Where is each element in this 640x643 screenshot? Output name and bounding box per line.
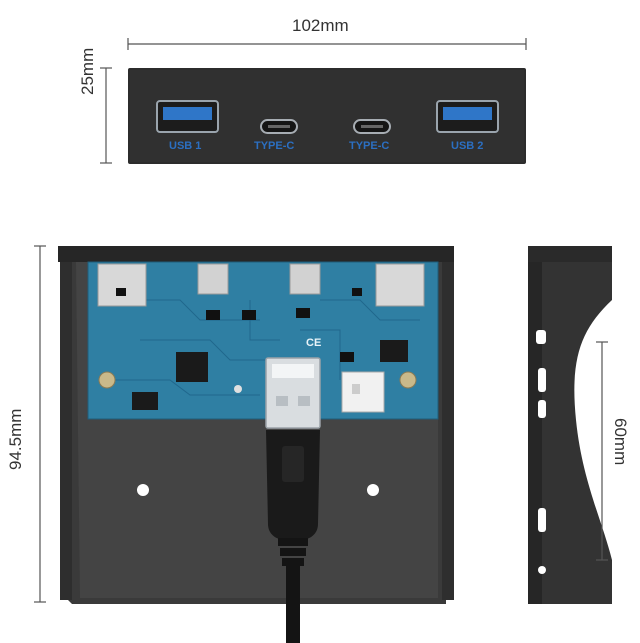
usb-c-connector	[289, 263, 321, 295]
mounting-hole	[137, 484, 149, 496]
width-dimension-line	[127, 38, 527, 50]
usb-c-port-icon	[353, 119, 391, 134]
chip	[380, 340, 408, 362]
depth-dimension-line	[596, 341, 608, 561]
power-connector	[341, 371, 385, 413]
usb-port-icon	[156, 100, 219, 133]
port-label-usb-2: USB 2	[451, 140, 484, 152]
usb-connector	[375, 263, 425, 307]
left-dimension-line	[34, 245, 46, 603]
port-label-type-c-1: TYPE-C	[254, 140, 295, 152]
port-label-type-c-2: TYPE-C	[349, 140, 390, 152]
front-height-dimension-line	[100, 67, 112, 164]
front-panel	[128, 68, 526, 164]
port-label-usb-1: USB 1	[169, 140, 202, 152]
chip	[176, 352, 208, 382]
ce-mark: CE	[306, 337, 321, 349]
usb-c-port-icon	[260, 119, 298, 134]
chip	[132, 392, 158, 410]
width-dimension-label: 102mm	[292, 16, 349, 35]
mounting-hole	[367, 484, 379, 496]
usb-port-icon	[436, 100, 499, 133]
side-panel	[528, 246, 612, 604]
pcb-board: CE	[87, 261, 439, 420]
usb-c-connector	[197, 263, 229, 295]
usb-connector	[97, 263, 147, 307]
usb-cable	[265, 357, 321, 643]
